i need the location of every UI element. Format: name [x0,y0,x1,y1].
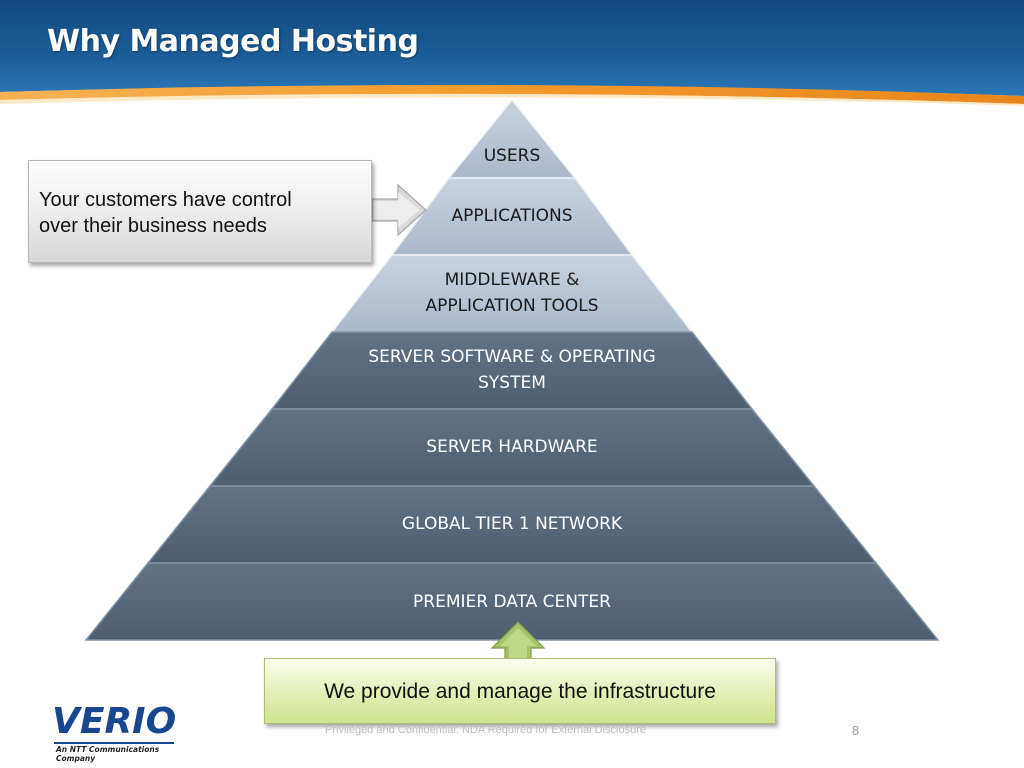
infrastructure-callout: We provide and manage the infrastructure [264,658,776,724]
verio-logo: VERIO An NTT Communications Company [52,701,180,764]
page-number: 8 [852,723,860,738]
logo-rule [54,742,174,744]
layer-label-users: USERS [483,146,541,166]
layer-label-middleware: MIDDLEWARE & APPLICATION TOOLS [425,270,599,316]
customer-control-callout: Your customers have control over their b… [28,160,372,263]
header-banner [0,0,1024,106]
layer-label-applications: APPLICATIONS [451,206,573,226]
confidential-footer: Privileged and Confidential: NDA Require… [325,724,646,736]
logo-wordmark: VERIO [52,701,177,742]
pyramid-layer-data-center [84,562,940,641]
layer-label-server-hardware: SERVER HARDWARE [426,437,598,457]
right-arrow-icon [371,183,427,237]
logo-tagline: An NTT Communications Company [56,745,160,763]
layer-label-server-software: SERVER SOFTWARE & OPERATING SYSTEM [368,347,656,393]
slide-title: Why Managed Hosting [47,24,419,59]
layer-label-network: GLOBAL TIER 1 NETWORK [401,514,623,534]
layer-label-data-center: PREMIER DATA CENTER [413,592,611,612]
